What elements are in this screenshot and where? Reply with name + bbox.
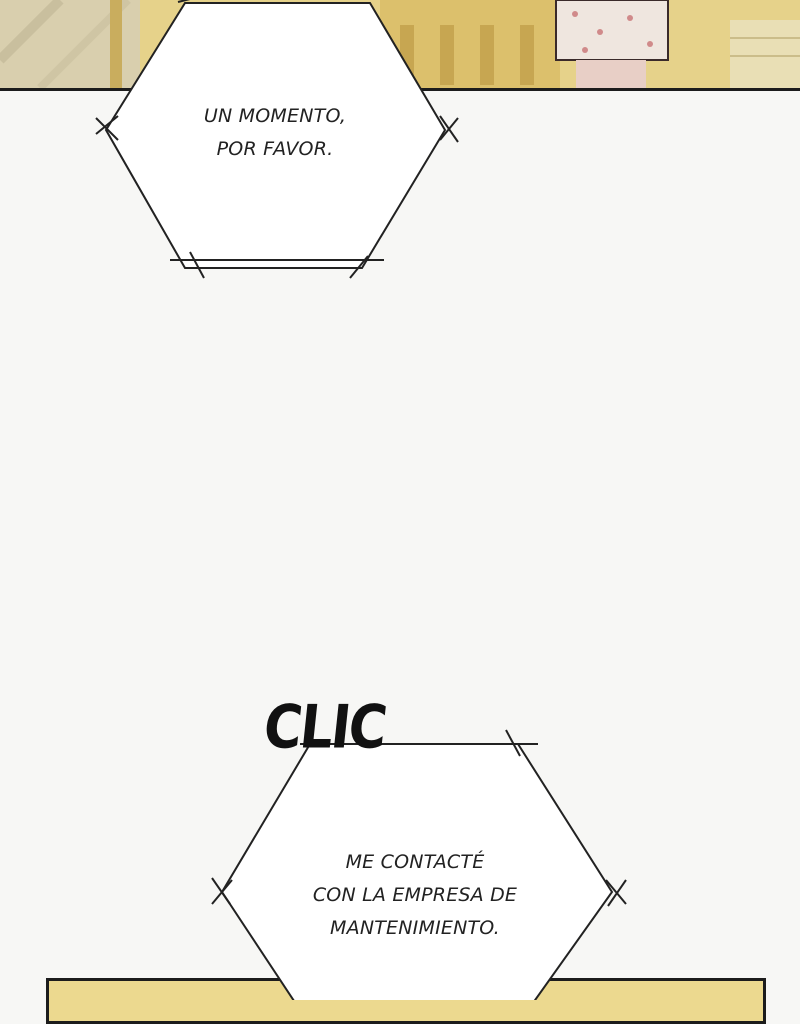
bubble-outlines: [95, 0, 627, 1000]
indoor-scene-art: [0, 0, 800, 88]
bubble2-line: CON LA EMPRESA DE: [312, 884, 518, 906]
speech-bubble-2-text: ME CONTACTÉ CON LA EMPRESA DE MANTENIMIE…: [270, 846, 560, 945]
speech-bubble-1-text: UN MOMENTO, POR FAVOR.: [150, 100, 400, 166]
bubble1-line: POR FAVOR.: [216, 138, 334, 160]
bubble2-line: MANTENIMIENTO.: [330, 917, 500, 939]
bubble1-line: UN MOMENTO,: [203, 105, 347, 127]
speech-bubble-1-outline: [104, 2, 447, 269]
click-sound-effect: CLIC: [260, 693, 389, 763]
top-panel-illustration: [0, 0, 800, 91]
bubble2-line: ME CONTACTÉ: [345, 851, 485, 873]
